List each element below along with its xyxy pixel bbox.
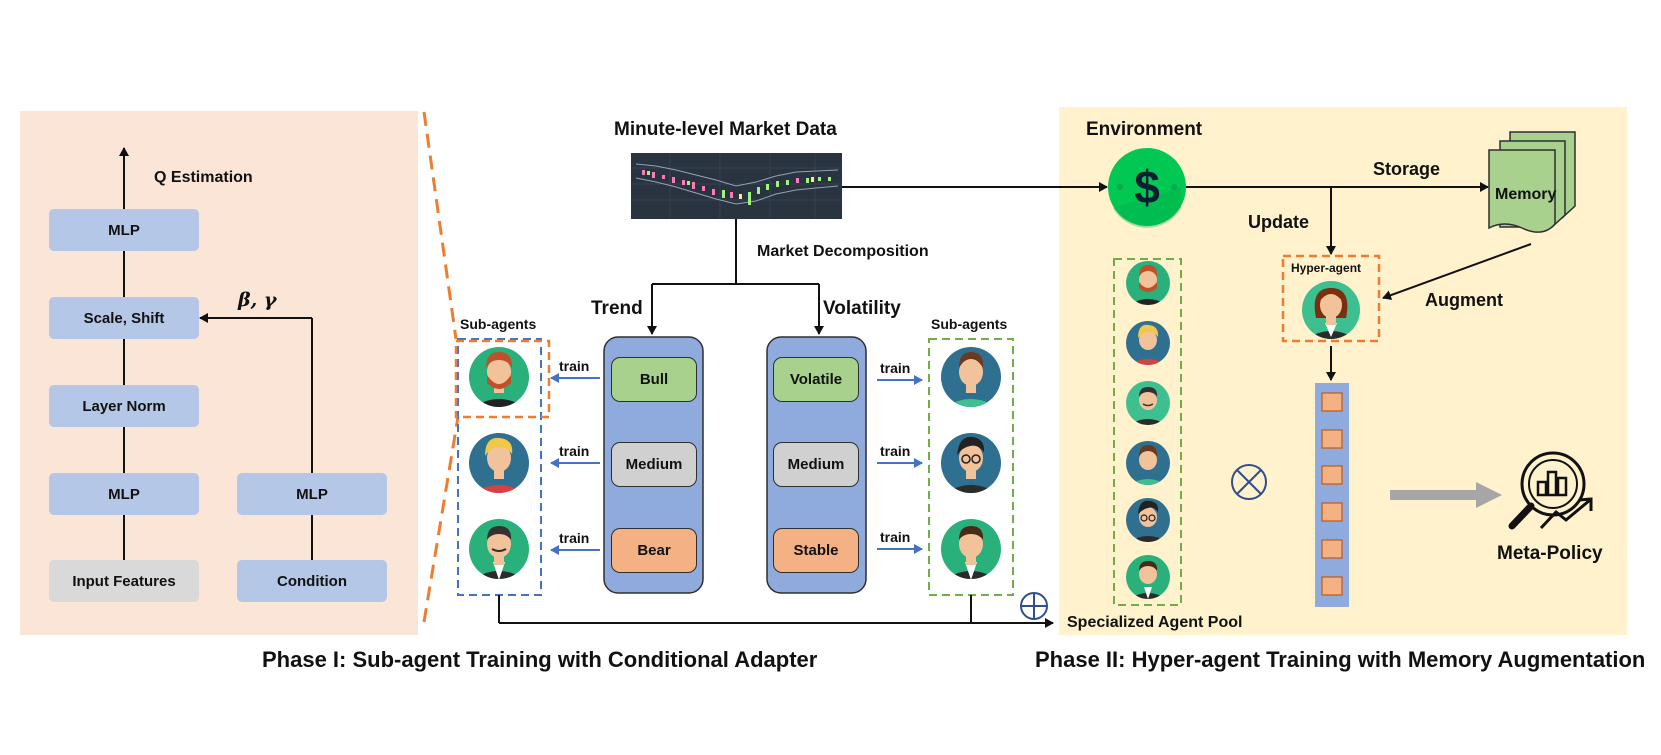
circled-plus-icon [1020,592,1048,620]
avatar-subagent-medium-trend [469,433,529,493]
avatar-subagent-volatile [941,347,1001,407]
avatar-subagent-bull [469,347,529,407]
layer-norm-block: Layer Norm [49,385,199,427]
phase1-caption: Phase I: Sub-agent Training with Conditi… [262,647,818,672]
train-label-medium-trend: train [559,443,590,459]
state-medium-trend: Medium [611,442,697,487]
dollar-icon: $ [1108,148,1186,228]
scale-shift-block: Scale, Shift [49,297,199,339]
state-stable: Stable [773,528,859,573]
subagent-highlight-box [454,339,551,419]
agent-pool-label: Specialized Agent Pool [1067,614,1243,631]
market-decomposition-label: Market Decomposition [757,243,929,260]
sub-agents-right-label: Sub-agents [931,316,1008,332]
beta-gamma-label: β, γ [238,289,277,311]
mlp-top-block: MLP [49,209,199,251]
agent-pool-box [1113,258,1182,606]
meta-policy-label: Meta-Policy [1497,543,1603,564]
state-medium-vol: Medium [773,442,859,487]
chart-magnifier-icon [1508,451,1593,530]
avatar-pool-4 [1126,441,1170,485]
hyper-agent-label: Hyper-agent [1291,261,1362,275]
market-candlestick-chart [631,153,842,219]
zoom-line-top [422,111,458,340]
mlp-condition-block: MLP [237,473,387,515]
avatar-subagent-stable [941,519,1001,579]
avatar-hyper-agent [1302,281,1360,339]
augment-label: Augment [1425,290,1503,310]
memory-label: Memory [1495,186,1557,203]
condition-block: Condition [237,560,387,602]
memory-stack [1488,131,1576,233]
avatar-subagent-medium-vol [941,433,1001,493]
weight-column [1315,383,1349,607]
state-volatile: Volatile [773,357,859,402]
state-bear: Bear [611,528,697,573]
hyper-agent-box [1281,254,1381,343]
zoom-line-bottom [422,416,460,623]
train-label-volatile: train [880,360,911,376]
input-features-block: Input Features [49,560,199,602]
circled-times-icon [1231,464,1267,500]
train-label-bull: train [559,358,590,374]
avatar-pool-6 [1126,555,1170,599]
train-label-medium-vol: train [880,443,911,459]
market-data-title: Minute-level Market Data [614,119,837,140]
storage-label: Storage [1373,159,1441,179]
train-label-stable: train [880,529,911,545]
phase2-caption: Phase II: Hyper-agent Training with Memo… [1035,647,1646,672]
volatility-label: Volatility [823,298,901,319]
mlp-mid-block: MLP [49,473,199,515]
q-estimation-label: Q Estimation [154,169,253,186]
train-label-bear: train [559,530,590,546]
augment-arrow [1382,243,1532,300]
trend-label: Trend [591,298,643,319]
sub-agents-left-label: Sub-agents [460,316,537,332]
update-label: Update [1248,212,1310,232]
state-bull: Bull [611,357,697,402]
avatar-pool-1 [1126,261,1170,305]
environment-label: Environment [1086,119,1203,140]
grey-policy-arrow [1390,482,1502,508]
avatar-pool-3 [1126,381,1170,425]
avatar-pool-5 [1126,498,1170,542]
avatar-pool-2 [1126,321,1170,365]
avatar-subagent-bear [469,519,529,579]
svg-text:$: $ [1134,161,1160,213]
weight-cells [1321,392,1343,596]
adapter-panel [20,111,418,635]
